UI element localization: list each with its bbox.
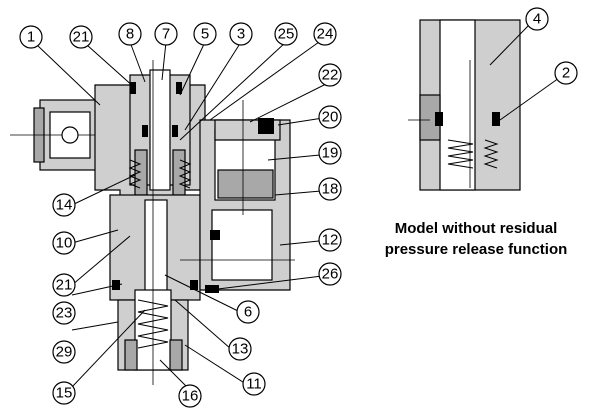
svg-text:16: 16 — [182, 388, 199, 405]
svg-text:29: 29 — [56, 344, 73, 361]
callout-19: 19 — [318, 141, 342, 165]
svg-text:26: 26 — [322, 266, 339, 283]
svg-text:14: 14 — [56, 197, 73, 214]
caption-line-1: Model without residual — [394, 220, 558, 237]
svg-text:4: 4 — [533, 11, 541, 28]
callout-24: 24 — [313, 22, 337, 46]
svg-text:5: 5 — [201, 26, 209, 43]
callout-2: 2 — [554, 61, 578, 85]
callout-23: 23 — [52, 301, 76, 325]
svg-text:18: 18 — [322, 181, 339, 198]
callout-13: 13 — [228, 337, 252, 361]
svg-text:20: 20 — [322, 109, 339, 126]
svg-text:24: 24 — [317, 26, 334, 43]
callout-20: 20 — [318, 105, 342, 129]
callout-4: 4 — [525, 7, 549, 31]
inset-detail-no-release — [408, 19, 521, 191]
callout-1: 1 — [19, 25, 43, 49]
callout-16: 16 — [178, 384, 202, 408]
callout-6: 6 — [236, 300, 260, 324]
inset-caption: Model without residual pressure release … — [362, 218, 590, 260]
callout-22: 22 — [318, 63, 342, 87]
caption-line-2: pressure release function — [384, 241, 568, 258]
svg-text:25: 25 — [278, 26, 295, 43]
svg-text:11: 11 — [246, 376, 262, 393]
callout-21-bottom: 21 — [52, 273, 76, 297]
callout-12: 12 — [318, 228, 342, 252]
callout-3: 3 — [229, 22, 253, 46]
svg-text:2: 2 — [562, 65, 570, 82]
svg-text:8: 8 — [126, 26, 134, 43]
svg-text:22: 22 — [322, 67, 339, 84]
right-port-body — [180, 100, 295, 293]
svg-text:6: 6 — [244, 304, 252, 321]
svg-text:12: 12 — [322, 232, 339, 249]
callout-15: 15 — [52, 381, 76, 405]
svg-text:13: 13 — [232, 341, 249, 358]
leader-lines — [36, 24, 567, 399]
callout-18: 18 — [318, 177, 342, 201]
valve-body — [94, 69, 206, 240]
svg-text:21: 21 — [73, 29, 90, 46]
callout-10: 10 — [52, 231, 76, 255]
callout-11: 11 — [242, 372, 266, 396]
main-valve-assembly — [10, 60, 295, 385]
callout-5: 5 — [193, 22, 217, 46]
callout-29: 29 — [52, 340, 76, 364]
callout-8: 8 — [118, 22, 142, 46]
callout-7: 7 — [154, 22, 178, 46]
svg-text:3: 3 — [237, 26, 245, 43]
callout-25: 25 — [274, 22, 298, 46]
callout-26: 26 — [318, 262, 342, 286]
svg-text:19: 19 — [322, 145, 339, 162]
svg-text:15: 15 — [56, 385, 73, 402]
callout-21-top: 21 — [69, 25, 93, 49]
callout-14: 14 — [52, 193, 76, 217]
svg-text:7: 7 — [162, 26, 170, 43]
svg-text:23: 23 — [56, 305, 73, 322]
svg-text:1: 1 — [27, 29, 35, 46]
svg-text:21: 21 — [56, 277, 73, 294]
svg-text:10: 10 — [56, 235, 73, 252]
